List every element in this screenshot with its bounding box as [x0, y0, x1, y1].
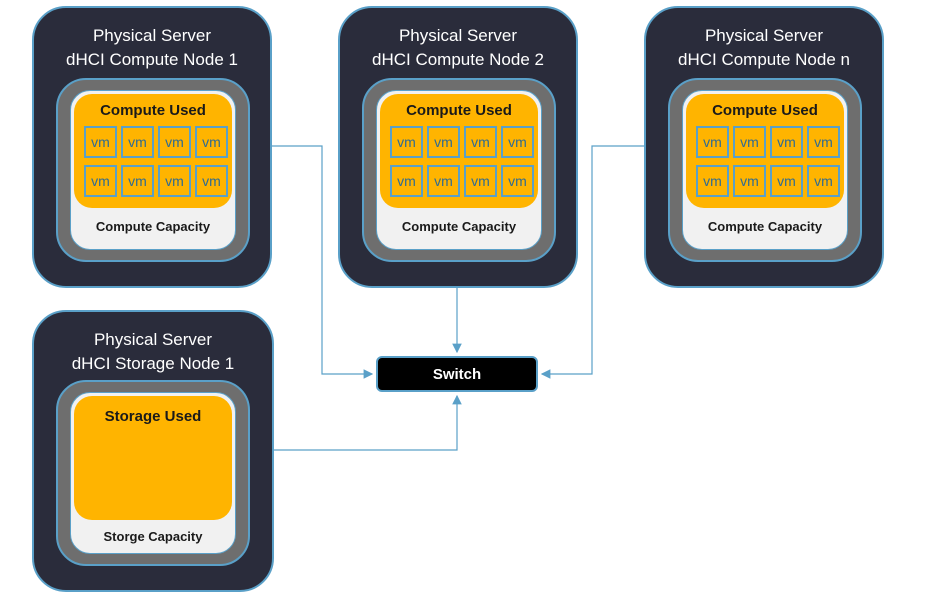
server-compute-node-n: Physical Server dHCI Compute Node n Comp…	[644, 6, 884, 288]
vm-box: vm	[158, 165, 191, 197]
compute-capacity-box: Compute Used vm vm vm vm vm vm vm vm Com…	[376, 90, 542, 250]
compute-capacity-label: Compute Capacity	[401, 219, 517, 234]
server-title: Physical Server dHCI Compute Node 2	[340, 24, 576, 72]
compute-used-box: Compute Used vm vm vm vm vm vm vm vm	[380, 94, 538, 208]
vm-box: vm	[464, 126, 497, 158]
server-title: Physical Server dHCI Storage Node 1	[34, 328, 272, 376]
vm-box: vm	[158, 126, 191, 158]
server-title: Physical Server dHCI Compute Node n	[646, 24, 882, 72]
vm-box: vm	[390, 126, 423, 158]
vm-box: vm	[770, 126, 803, 158]
compute-capacity-box: Compute Used vm vm vm vm vm vm vm vm Com…	[682, 90, 848, 250]
vm-box: vm	[696, 126, 729, 158]
vm-box: vm	[770, 165, 803, 197]
link-node1-switch	[272, 145, 374, 379]
server-title-line2: dHCI Compute Node n	[678, 50, 850, 69]
server-title-line2: dHCI Storage Node 1	[71, 354, 235, 373]
server-title-line2: dHCI Compute Node 2	[372, 50, 544, 69]
vm-grid: vm vm vm vm vm vm vm vm	[696, 126, 840, 197]
vm-box: vm	[807, 165, 840, 197]
server-title-line1: Physical Server	[704, 26, 824, 45]
link-storage-switch	[274, 394, 462, 451]
vm-box: vm	[427, 126, 460, 158]
vm-box: vm	[733, 126, 766, 158]
vm-grid: vm vm vm vm vm vm vm vm	[390, 126, 534, 197]
link-noden-switch	[540, 145, 644, 379]
capacity-ring: Compute Used vm vm vm vm vm vm vm vm Com…	[56, 78, 250, 262]
storage-used-box: Storage Used	[74, 396, 232, 520]
server-title-line2: dHCI Compute Node 1	[66, 50, 238, 69]
capacity-ring: Compute Used vm vm vm vm vm vm vm vm Com…	[668, 78, 862, 262]
compute-used-box: Compute Used vm vm vm vm vm vm vm vm	[74, 94, 232, 208]
capacity-ring: Compute Used vm vm vm vm vm vm vm vm Com…	[362, 78, 556, 262]
vm-box: vm	[733, 165, 766, 197]
compute-used-label: Compute Used	[712, 102, 818, 119]
vm-box: vm	[427, 165, 460, 197]
storage-capacity-label: Storge Capacity	[103, 529, 203, 544]
vm-grid: vm vm vm vm vm vm vm vm	[84, 126, 228, 197]
storage-capacity-box: Storage Used Storge Capacity	[70, 392, 236, 554]
vm-box: vm	[501, 126, 534, 158]
server-compute-node-1: Physical Server dHCI Compute Node 1 Comp…	[32, 6, 272, 288]
server-title-line1: Physical Server	[92, 26, 212, 45]
server-title: Physical Server dHCI Compute Node 1	[34, 24, 270, 72]
storage-used-label: Storage Used	[104, 408, 202, 425]
vm-box: vm	[807, 126, 840, 158]
vm-box: vm	[121, 165, 154, 197]
vm-box: vm	[84, 165, 117, 197]
compute-used-box: Compute Used vm vm vm vm vm vm vm vm	[686, 94, 844, 208]
server-compute-node-2: Physical Server dHCI Compute Node 2 Comp…	[338, 6, 578, 288]
compute-capacity-label: Compute Capacity	[95, 219, 211, 234]
compute-capacity-label: Compute Capacity	[707, 219, 823, 234]
switch-box: Switch	[376, 356, 538, 392]
capacity-ring: Storage Used Storge Capacity	[56, 380, 250, 566]
vm-box: vm	[121, 126, 154, 158]
vm-box: vm	[696, 165, 729, 197]
compute-used-label: Compute Used	[406, 102, 512, 119]
server-title-line1: Physical Server	[398, 26, 518, 45]
vm-box: vm	[84, 126, 117, 158]
vm-box: vm	[501, 165, 534, 197]
server-title-line1: Physical Server	[93, 330, 213, 349]
compute-capacity-box: Compute Used vm vm vm vm vm vm vm vm Com…	[70, 90, 236, 250]
vm-box: vm	[195, 165, 228, 197]
compute-used-label: Compute Used	[100, 102, 206, 119]
vm-box: vm	[464, 165, 497, 197]
vm-box: vm	[195, 126, 228, 158]
vm-box: vm	[390, 165, 423, 197]
server-storage-node-1: Physical Server dHCI Storage Node 1 Stor…	[32, 310, 274, 592]
